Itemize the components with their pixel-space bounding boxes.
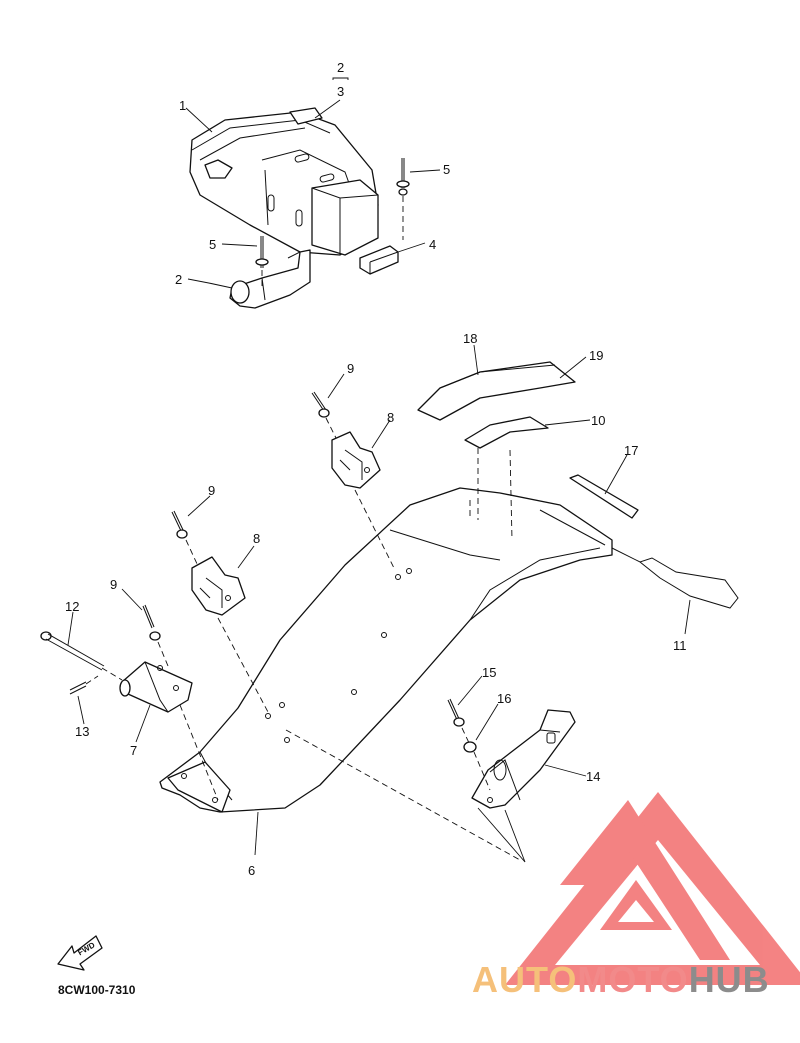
part-18-19-sheets (417, 344, 591, 541)
part-5-screw-right (396, 158, 410, 240)
part-7-bracket (119, 661, 219, 801)
callout-7: 7 (130, 743, 137, 758)
part-8-bracket-upper (331, 419, 396, 571)
callout-14: 14 (586, 769, 600, 784)
part-9-screw-top (311, 373, 345, 439)
callout-1: 1 (179, 98, 186, 113)
callout-10: 10 (591, 413, 605, 428)
callout-8-top: 8 (387, 410, 394, 425)
part-6-rear-fender (159, 487, 613, 856)
callout-5-right: 5 (443, 162, 450, 177)
callout-11: 11 (673, 638, 687, 653)
fwd-arrow-icon (57, 935, 103, 971)
part-17-strip (539, 454, 639, 546)
part-8-bracket-lower (191, 545, 269, 713)
callout-2-top: 2 (337, 60, 344, 75)
callout-4: 4 (429, 237, 436, 252)
watermark-hub: HUB (689, 959, 770, 1000)
diagram-code: 8CW100-7310 (58, 983, 136, 997)
part-15-screw (447, 675, 483, 746)
callout-2-bottom: 2 (175, 272, 182, 287)
callout-6: 6 (248, 863, 255, 878)
callout-13: 13 (75, 724, 89, 739)
callout-8-lower: 8 (253, 531, 260, 546)
watermark-text: AUTOMOTOHUB (472, 959, 770, 1000)
watermark-moto: MOTO (577, 959, 688, 1000)
part-4-clip (359, 245, 399, 275)
part-13-cotter-pin (69, 675, 99, 725)
top-leaders (185, 77, 441, 289)
callout-9-top: 9 (347, 361, 354, 376)
watermark-auto: AUTO (472, 959, 577, 1000)
callout-9-middle: 9 (208, 483, 215, 498)
callout-16: 16 (497, 691, 511, 706)
callout-9-lower: 9 (110, 577, 117, 592)
part-14-cover (285, 709, 587, 863)
part-5-screw-left (255, 236, 269, 290)
watermark-logo-icon (505, 792, 800, 985)
callout-18: 18 (463, 331, 477, 346)
part-1-toolbox (189, 107, 379, 256)
callout-12: 12 (65, 599, 79, 614)
callout-3: 3 (337, 84, 344, 99)
callout-15: 15 (482, 665, 496, 680)
part-2-bracket (229, 249, 311, 309)
callout-17: 17 (624, 443, 638, 458)
part-16-nut (463, 703, 499, 791)
part-9-screw-lower (121, 588, 169, 667)
callout-5-left: 5 (209, 237, 216, 252)
part-12-bolt (40, 611, 123, 681)
callout-19: 19 (589, 348, 603, 363)
part-11-rod (611, 547, 739, 635)
part-9-screw-middle (171, 495, 211, 567)
